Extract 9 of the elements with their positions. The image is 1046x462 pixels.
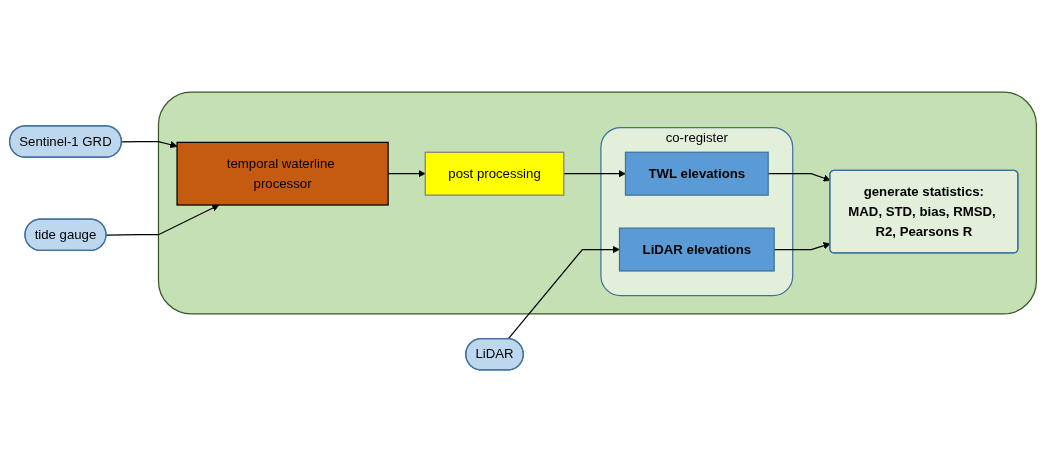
arrow [563,170,626,178]
arrow [121,140,178,149]
arrow [507,245,620,340]
arrow [105,204,220,236]
node-box: LiDAR elevations [618,227,775,272]
node-box: post processing [424,151,565,196]
cluster [157,91,1038,315]
node-box: temporal waterline processor [176,141,389,206]
node-box: TWL elevations [624,151,769,196]
